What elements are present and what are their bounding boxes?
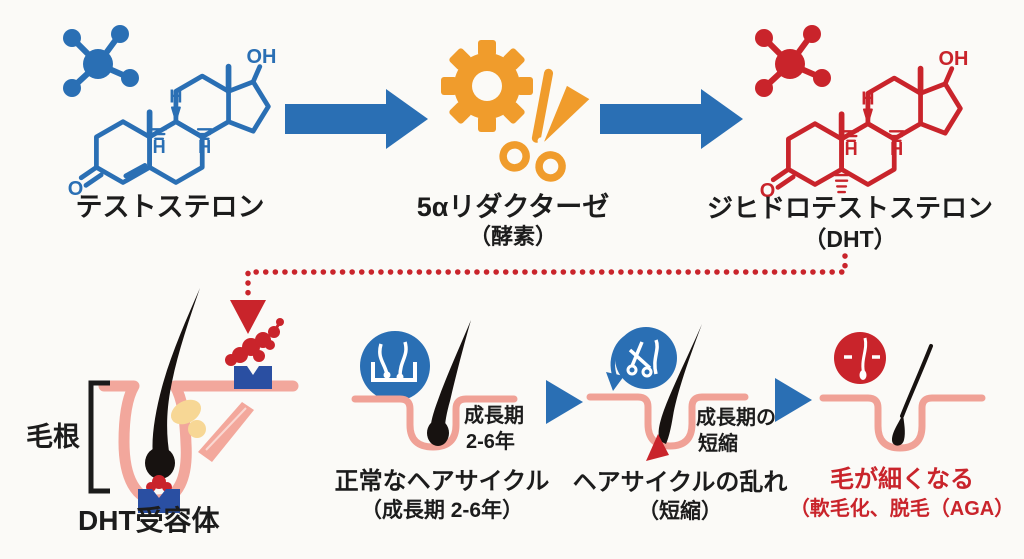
disrupted-cycle-caption: ヘアサイクルの乱れ [572, 469, 788, 496]
thinning-caption: 毛が細くなる [830, 466, 974, 493]
dht-receptor-label: DHT受容体 [78, 505, 220, 536]
follicle-badge-icon [360, 331, 430, 401]
stage-normal-diagram [351, 320, 518, 451]
skin-line [351, 395, 518, 451]
stage-disrupted-diagram [586, 324, 749, 461]
enzyme-sublabel: （酵素） [468, 224, 557, 249]
stage-thinning-diagram [819, 332, 986, 452]
dht-receptor-bulb [138, 489, 180, 513]
next-arrow-icon [546, 380, 583, 424]
process-arrow-right-icon [285, 89, 428, 149]
h-label: H [861, 89, 874, 109]
next-arrow-icon [775, 378, 812, 422]
dht-sublabel: （DHT） [803, 226, 897, 252]
h-label: H [890, 139, 903, 159]
h-label: H [198, 137, 211, 157]
testosterone-label: テストステロン [75, 192, 265, 222]
gear-icon [441, 40, 533, 132]
dht-structure: OH O H H H [760, 48, 969, 202]
shortened-hair [658, 324, 702, 444]
o-label: O [760, 180, 776, 202]
dht-to-receptor-dotted-connector [230, 253, 848, 334]
molecule-ball-stick-icon-blue [63, 25, 139, 97]
down-arrowhead-icon [230, 300, 266, 334]
arrector-muscle [198, 402, 254, 462]
normal-cycle-caption: 正常なヘアサイクル [334, 468, 550, 495]
dht-receptor-surface [234, 366, 272, 389]
enzyme-label: 5αリダクターゼ [416, 192, 610, 222]
testosterone-structure: OH O H H H [68, 46, 277, 200]
dht-molecule-docking [225, 318, 284, 366]
thin-hair [892, 344, 933, 446]
h-label: H [153, 137, 166, 157]
cycle-arrow-icon [606, 331, 634, 391]
disrupted-cycle-subcaption: （短縮） [638, 500, 722, 523]
thin-hair-badge-icon [834, 332, 886, 384]
growth-phase-annotation-line1: 成長期 [464, 405, 524, 427]
hair-follicle-illustration [88, 288, 299, 513]
normal-cycle-subcaption: （成長期 2-6年） [360, 499, 524, 522]
sebaceous-gland [170, 399, 206, 438]
shortening-annotation-line1: 成長期の [696, 407, 776, 429]
hair-shaft [145, 288, 200, 479]
skin-line [819, 394, 986, 452]
hair-root-bracket [88, 380, 110, 494]
hair-root-label: 毛根 [26, 422, 80, 452]
h-label: H [845, 139, 858, 159]
molecule-ball-stick-icon-red [755, 25, 831, 97]
thick-hair [427, 320, 471, 446]
thinning-subcaption: （軟毛化、脱毛（AGA） [789, 498, 1015, 520]
oh-label: OH [939, 48, 969, 70]
cycle-cut-badge-icon [615, 327, 677, 389]
oh-label: OH [247, 46, 277, 68]
enzyme-gear-scissors-icon [441, 40, 590, 182]
scissors-icon [499, 68, 590, 182]
process-arrow-right-icon [600, 89, 743, 149]
shrink-arrow-icon [646, 434, 669, 461]
h-label: H [169, 87, 182, 107]
o-label: O [68, 178, 84, 200]
shortening-annotation-line2: 短縮 [698, 433, 738, 455]
skin-line [586, 393, 749, 450]
growth-phase-annotation-line2: 2-6年 [466, 431, 515, 453]
dht-label: ジヒドロテストステロン [706, 193, 993, 223]
